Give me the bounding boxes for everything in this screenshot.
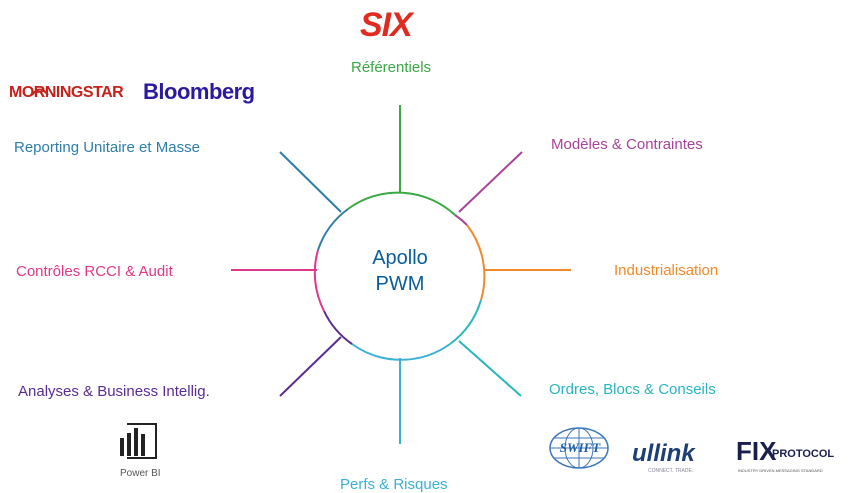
ullink-logo: ullink bbox=[632, 440, 695, 467]
spoke-reporting bbox=[279, 151, 342, 213]
morningstar-logo: MORNINGSTAR bbox=[9, 84, 124, 101]
ullink-tagline: CONNECT. TRADE. bbox=[648, 468, 694, 474]
ring-arc-teal bbox=[449, 299, 482, 345]
label-referentiels: Référentiels bbox=[351, 59, 432, 76]
spoke-ordres bbox=[458, 340, 522, 397]
six-logo: SIX bbox=[360, 6, 413, 44]
label-ordres: Ordres, Blocs & Conseils bbox=[549, 381, 716, 398]
label-analyses: Analyses & Business Intellig. bbox=[18, 383, 210, 400]
label-controles: Contrôles RCCI & Audit bbox=[16, 263, 173, 280]
swift-globe-icon bbox=[549, 427, 609, 469]
ring-arc-orange bbox=[466, 224, 486, 301]
powerbi-logo-text: Power BI bbox=[120, 468, 161, 479]
center-line-1: Apollo bbox=[372, 247, 428, 269]
swift-logo-text: SWIFT bbox=[559, 440, 601, 455]
label-industrialisation: Industrialisation bbox=[614, 262, 719, 279]
ring-arc-green bbox=[347, 191, 456, 216]
powerbi-icon bbox=[120, 423, 157, 459]
ring-arc-magenta bbox=[454, 214, 468, 226]
spoke-analyses bbox=[279, 336, 342, 397]
label-modeles: Modèles & Contraintes bbox=[551, 136, 703, 153]
label-reporting: Reporting Unitaire et Masse bbox=[14, 139, 200, 156]
ring-arc-pink bbox=[313, 249, 325, 312]
center-line-2: PWM bbox=[375, 273, 425, 295]
spoke-modeles bbox=[458, 151, 523, 213]
bloomberg-logo: Bloomberg bbox=[143, 79, 255, 104]
fix-protocol-word: PROTOCOL bbox=[772, 448, 835, 460]
ring-arc-blue bbox=[317, 208, 349, 251]
ring-arc-purple bbox=[323, 310, 353, 345]
morningstar-star-icon bbox=[31, 88, 49, 96]
ring-arc-cyan bbox=[351, 343, 451, 361]
fix-protocol-tagline: INDUSTRY DRIVEN MESSAGING STANDARD bbox=[738, 468, 823, 473]
label-perfs: Perfs & Risques bbox=[340, 476, 448, 493]
fix-protocol-logo: FIX bbox=[736, 436, 777, 466]
center-title: Apollo PWM bbox=[330, 245, 470, 297]
